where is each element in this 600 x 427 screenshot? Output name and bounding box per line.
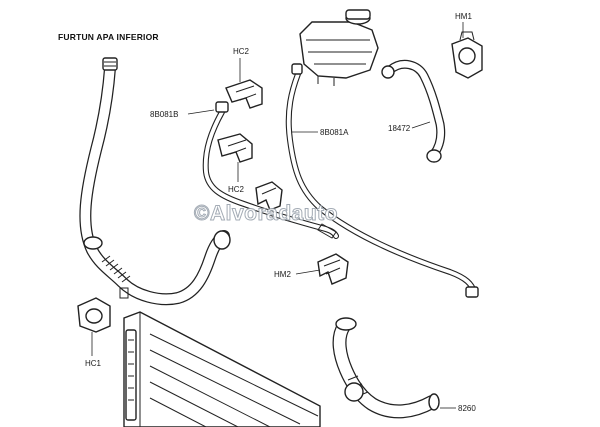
hc1-clamp — [77, 297, 111, 333]
label-hc1: HC1 — [85, 359, 102, 368]
label-18472: 18472 — [388, 124, 411, 133]
label-8b081a: 8B081A — [320, 128, 349, 137]
expansion-tank — [299, 9, 379, 86]
hose-8b081a — [285, 63, 479, 298]
diagram-title: FURTUN APA INFERIOR — [58, 32, 159, 42]
label-8b081b: 8B081B — [150, 110, 178, 119]
label-hm1: HM1 — [455, 12, 472, 21]
lower-radiator-hose — [79, 57, 231, 306]
hose-18472 — [381, 59, 446, 163]
hose-8260 — [332, 317, 440, 419]
hose-8b081b — [202, 101, 339, 239]
hc2-clamp-mid — [255, 181, 283, 211]
label-hm2: HM2 — [274, 270, 291, 279]
hm2-bracket — [317, 253, 349, 285]
label-hc2-top: HC2 — [233, 47, 250, 56]
hc2-clamp-top — [225, 79, 263, 109]
watermark: ©Alvoradauto — [194, 202, 338, 225]
radiator — [123, 311, 321, 427]
hc2-clamp-mid-upper — [217, 133, 253, 163]
label-hc2-mid: HC2 — [228, 185, 245, 194]
label-8260: 8260 — [458, 404, 476, 413]
hm1-bracket — [451, 31, 483, 79]
leader-lines — [91, 22, 464, 409]
